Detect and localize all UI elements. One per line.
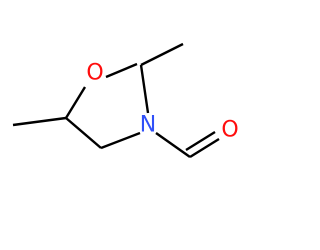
molecule-structure: O N O [12, 42, 239, 159]
bond-c2-methyl [140, 42, 184, 67]
bond-c5-methyl [12, 116, 67, 127]
bond-c4-c5 [65, 117, 102, 149]
atom-label-ring-oxygen: O [86, 61, 103, 86]
bond-n3-formyl-c [155, 132, 191, 158]
atom-label-carbonyl-oxygen: O [221, 118, 238, 143]
bond-c2-n3 [139, 64, 150, 114]
bond-n3-c4 [100, 131, 141, 150]
bond-o1-c2 [105, 62, 138, 79]
atom-label-ring-nitrogen: N [140, 113, 156, 138]
bond-formyl-c-o-double [185, 130, 216, 152]
bond-c5-o1 [64, 86, 87, 119]
bond-formyl-c-o [189, 137, 220, 159]
